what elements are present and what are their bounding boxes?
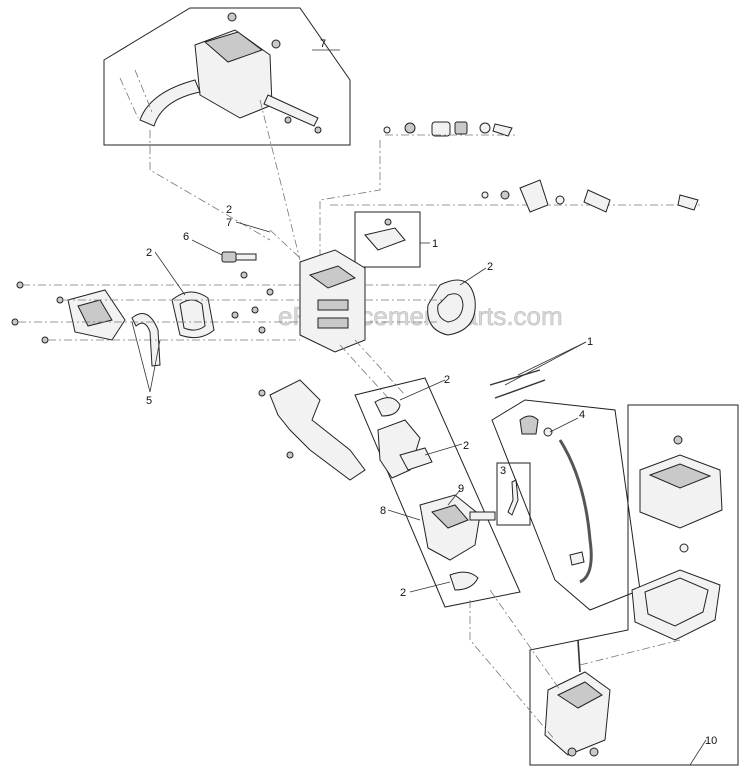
insulator-block xyxy=(377,419,421,479)
callout-2-head-gasket: 2 xyxy=(487,261,493,273)
callout-7-stud: 7 xyxy=(226,217,232,229)
muffler-frame xyxy=(103,7,351,146)
valve-cover-gasket xyxy=(171,291,215,339)
throttle-linkage-lower xyxy=(481,179,699,213)
heat-shield xyxy=(258,379,366,481)
cylinder-head xyxy=(299,249,366,353)
callout-3-fuel-line: 3 xyxy=(500,465,506,477)
exhaust-pipe xyxy=(139,79,201,127)
air-filter-element xyxy=(631,569,721,641)
governor-bracket-group xyxy=(354,211,430,268)
muffler-bolt-2 xyxy=(271,39,281,49)
carb-gasket-lower xyxy=(449,571,479,591)
carburetor-frame xyxy=(354,377,521,608)
governor-bracket-frame xyxy=(354,211,421,268)
callout-6-spark-plug: 6 xyxy=(183,231,189,243)
callout-5-breather: 5 xyxy=(146,395,152,407)
carburetor-group xyxy=(354,377,521,608)
callout-9-carburetor: 9 xyxy=(458,483,464,495)
muffler-bolt-1 xyxy=(227,12,237,22)
callout-4-fuel-hose: 4 xyxy=(579,409,585,421)
callout-10-air-cleaner: 10 xyxy=(705,735,717,747)
callout-2-insulator-gasket: 2 xyxy=(444,374,450,386)
fuel-hose-group xyxy=(491,399,641,611)
breather-tube xyxy=(131,313,161,367)
air-cleaner-base xyxy=(544,671,611,756)
head-bolts-left xyxy=(11,271,274,344)
callout-2-carb-gasket: 2 xyxy=(463,440,469,452)
air-cleaner-group xyxy=(529,404,739,766)
callout-7-muffler: 7 xyxy=(320,38,326,50)
insulator-gasket-top xyxy=(374,397,401,417)
callout-8-carb-kit: 8 xyxy=(380,505,386,517)
callout-1-rods: 1 xyxy=(587,336,593,348)
valve-cover xyxy=(67,289,126,341)
muffler-bolt-3 xyxy=(284,116,292,124)
callout-2-lower-gasket: 2 xyxy=(400,587,406,599)
callout-2-valve-cover-gasket: 2 xyxy=(146,247,152,259)
spark-plug xyxy=(221,251,257,263)
air-cleaner-frame xyxy=(529,404,739,766)
throttle-linkage-upper xyxy=(383,121,515,137)
muffler-bracket xyxy=(263,94,319,127)
throttle-rods xyxy=(489,369,546,399)
muffler-group xyxy=(103,7,351,146)
callout-2-stud: 2 xyxy=(226,204,232,216)
muffler-bolt-4 xyxy=(314,126,322,134)
muffler-cap xyxy=(203,31,264,63)
callout-1-bracket: 1 xyxy=(432,238,438,250)
fuel-line-frame xyxy=(496,462,531,526)
carb-gasket-mid xyxy=(399,447,433,471)
